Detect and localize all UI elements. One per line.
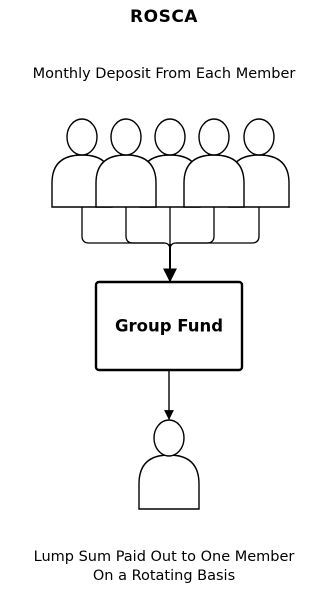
- diagram-title: ROSCA: [130, 7, 198, 27]
- connector-member-4: [176, 207, 215, 244]
- person-icon: [183, 118, 245, 208]
- group-fund-box: Group Fund: [94, 280, 244, 372]
- payout-label: Lump Sum Paid Out to One Member On a Rot…: [0, 548, 328, 586]
- connector-member-2: [125, 207, 164, 244]
- member-group: [51, 118, 290, 208]
- person-icon: [95, 118, 157, 208]
- recipient-person-icon: [138, 419, 200, 510]
- payout-label-line-1: Lump Sum Paid Out to One Member: [33, 549, 295, 565]
- deposit-label: Monthly Deposit From Each Member: [32, 66, 296, 82]
- payout-label-line-2: On a Rotating Basis: [92, 568, 236, 584]
- group-fund-label: Group Fund: [115, 317, 223, 336]
